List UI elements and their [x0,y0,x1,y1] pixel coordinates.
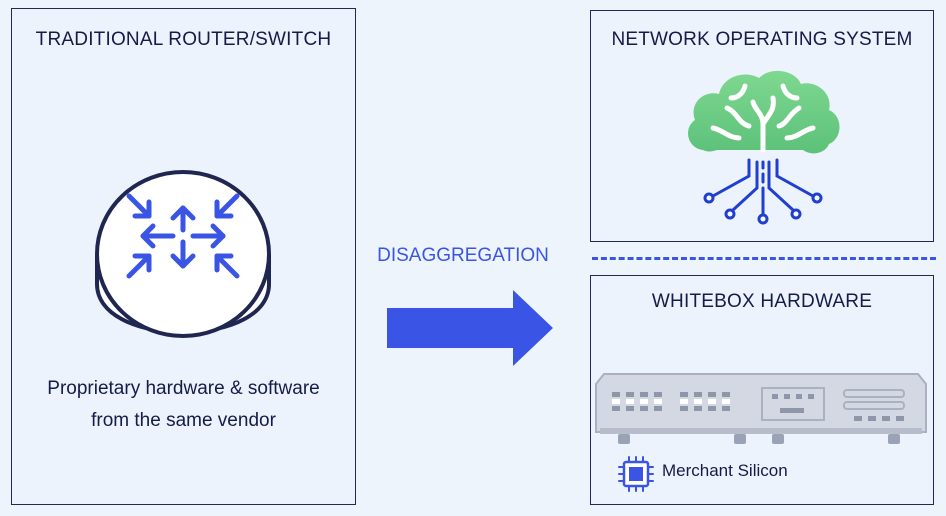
traditional-router-description: Proprietary hardware & software from the… [12,373,355,437]
layer-divider-dashed-line [592,257,936,260]
switch-hardware-icon [595,373,927,444]
traditional-router-panel: TRADITIONAL ROUTER/SWITCH Proprietary ha… [11,8,356,505]
traditional-router-title: TRADITIONAL ROUTER/SWITCH [35,29,332,50]
description-line-1: Proprietary hardware & software [47,378,320,399]
disaggregation-label: DISAGGREGATION [377,245,549,266]
nos-title: NETWORK OPERATING SYSTEM [611,29,913,50]
router-icon [95,170,271,338]
brain-circuit-icon [688,70,840,225]
whitebox-title: WHITEBOX HARDWARE [651,291,873,312]
right-arrow-icon [387,290,553,366]
chip-icon [618,456,654,492]
merchant-silicon-label: Merchant Silicon [662,461,788,480]
description-line-2: from the same vendor [91,410,276,431]
